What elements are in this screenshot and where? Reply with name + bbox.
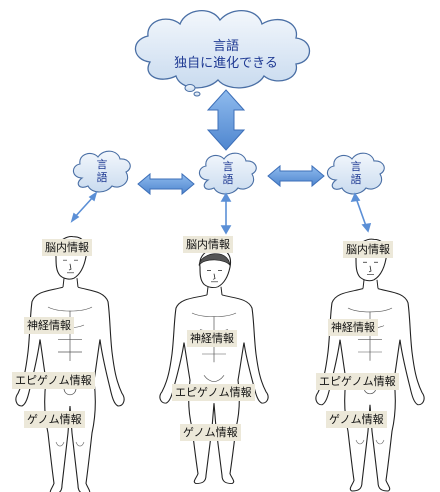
top-cloud [134, 10, 311, 97]
center-brain-label: 脳内情報 [183, 236, 233, 253]
small-cloud-center-line1: 言 [222, 160, 234, 173]
left-brain-label: 脳内情報 [42, 239, 92, 256]
small-cloud-center-text: 言 語 [218, 160, 238, 186]
vertical-double-arrow [206, 89, 246, 151]
small-cloud-left-line2: 語 [96, 171, 108, 184]
center-genome-label: ゲノム情報 [180, 424, 241, 441]
right-epigenome-label: エピゲノム情報 [316, 373, 399, 390]
connector-arrow-left [70, 191, 98, 223]
small-cloud-center-line2: 語 [222, 173, 234, 186]
small-cloud-center [198, 152, 257, 195]
human-figure-right [315, 238, 425, 492]
right-brain-label: 脳内情報 [343, 241, 393, 258]
horizontal-double-arrow-right [267, 164, 325, 188]
human-figure-left [15, 235, 125, 492]
left-epigenome-label: エピゲノム情報 [12, 372, 95, 389]
center-epigenome-label: エピゲノム情報 [172, 384, 255, 401]
small-cloud-right-text: 言 語 [346, 160, 366, 186]
connector-arrow-center [220, 192, 232, 235]
left-genome-label: ゲノム情報 [24, 411, 85, 428]
small-cloud-right-line1: 言 [350, 160, 362, 173]
small-cloud-right [326, 152, 385, 195]
small-cloud-left-line1: 言 [96, 158, 108, 171]
top-cloud-line2: 独自に進化できる [174, 56, 278, 71]
top-cloud-text: 言語 独自に進化できる [166, 38, 286, 72]
left-nerve-label: 神経情報 [24, 317, 74, 334]
connector-arrow-right [350, 192, 372, 233]
human-figure-center [159, 248, 269, 485]
right-nerve-label: 神経情報 [328, 319, 378, 336]
small-cloud-left [72, 150, 131, 193]
small-cloud-left-text: 言 語 [92, 158, 112, 184]
horizontal-double-arrow-left [137, 172, 195, 196]
center-nerve-label: 神経情報 [187, 330, 237, 347]
right-genome-label: ゲノム情報 [326, 411, 387, 428]
top-cloud-line1: 言語 [212, 39, 239, 54]
small-cloud-right-line2: 語 [350, 173, 362, 186]
